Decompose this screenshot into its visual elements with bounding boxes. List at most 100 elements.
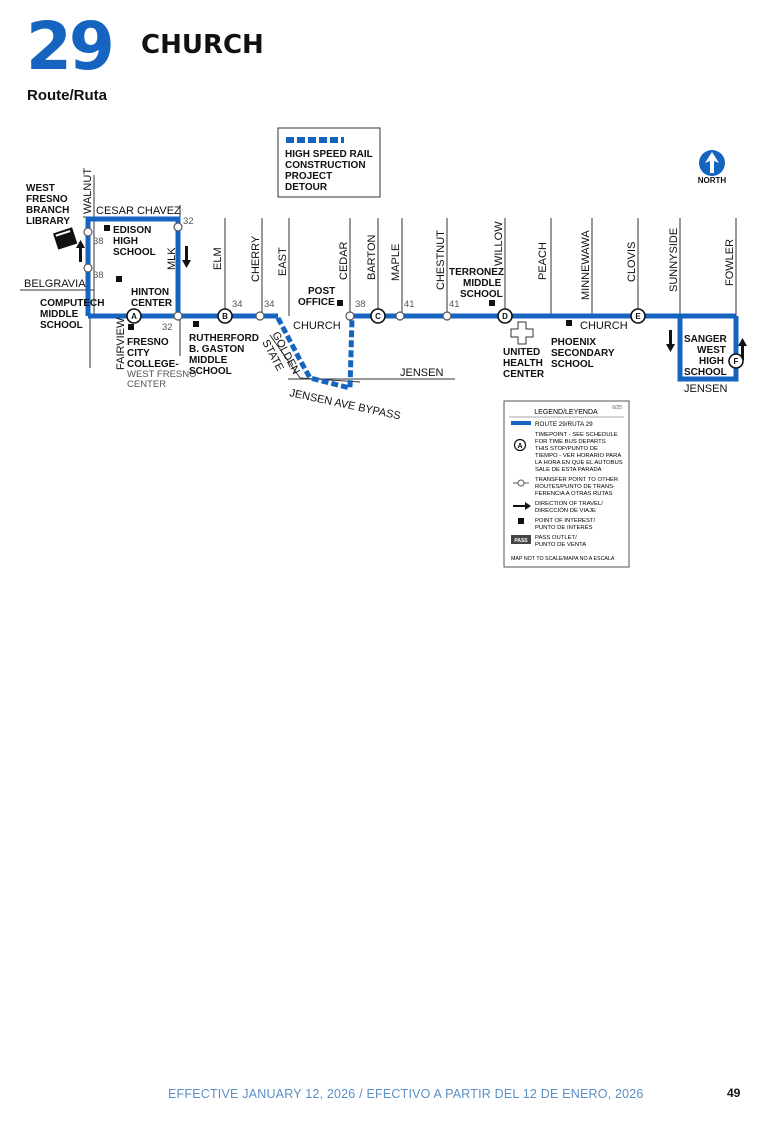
poi-sanger: SANGER WEST HIGH SCHOOL	[684, 334, 728, 378]
timepoint-c: C	[370, 308, 386, 324]
transfer-number: 38	[93, 270, 104, 281]
poi-fresno-city-college: FRESNO CITY COLLEGE-	[127, 337, 179, 370]
svg-text:WEST: WEST	[697, 345, 726, 356]
legend: 6/25 LEGEND/LEYENDA ROUTE 29/RUTA 29 A T…	[503, 400, 630, 568]
street-label-cedar: CEDAR	[338, 241, 350, 280]
legend-pass-icon-label: PASS	[514, 538, 528, 544]
legend-route: ROUTE 29/RUTA 29	[535, 421, 593, 428]
svg-text:FERENCIA A OTRAS RUTAS: FERENCIA A OTRAS RUTAS	[535, 491, 613, 497]
poi-hinton-center: HINTON CENTER	[131, 287, 173, 309]
svg-text:B: B	[222, 312, 228, 321]
poi-edison-high-school: EDISON HIGH SCHOOL	[113, 225, 156, 258]
north-label: NORTH	[698, 176, 727, 185]
street-label-jensen: JENSEN	[400, 367, 443, 379]
timepoint-b: B	[217, 308, 233, 324]
street-label-barton: BARTON	[366, 235, 378, 280]
svg-text:FRESNO: FRESNO	[26, 194, 68, 205]
legend-route-swatch	[511, 421, 531, 425]
transfer-number: 32	[183, 216, 194, 227]
timepoint-e: E	[630, 308, 646, 324]
pass-outlet-icon	[511, 535, 531, 544]
legend-title: LEGEND/LEYENDA	[534, 409, 598, 416]
transfer-number: 32	[162, 322, 173, 333]
street-label-jensen-bypass: JENSEN AVE BYPASS	[288, 387, 401, 422]
page-number: 49	[727, 1086, 741, 1100]
svg-text:TIMEPOINT - SEE SCHEDULE: TIMEPOINT - SEE SCHEDULE	[535, 432, 618, 438]
svg-text:LA HORA EN QUE EL AUTOBUS: LA HORA EN QUE EL AUTOBUS	[535, 460, 623, 466]
north-arrow-icon: NORTH	[698, 150, 727, 185]
svg-text:POST: POST	[308, 286, 335, 297]
svg-text:SCHOOL: SCHOOL	[551, 359, 594, 370]
street-label-belgravia: BELGRAVIA	[24, 278, 86, 290]
svg-text:COMPUTECH: COMPUTECH	[40, 298, 104, 309]
transfer-points	[83, 222, 452, 321]
svg-text:SCHOOL: SCHOOL	[460, 289, 503, 300]
street-label-sunnyside: SUNNYSIDE	[668, 228, 680, 292]
poi-computech: COMPUTECH MIDDLE SCHOOL	[40, 298, 104, 331]
street-label-church: CHURCH	[580, 320, 628, 332]
svg-text:EDISON: EDISON	[113, 225, 151, 236]
street-label-cherry: CHERRY	[250, 235, 262, 282]
street-label-fairview: FAIRVIEW	[115, 317, 127, 370]
svg-text:SCHOOL: SCHOOL	[684, 367, 727, 378]
legend-arrow-icon	[513, 502, 531, 510]
poi-terronez: TERRONEZ MIDDLE SCHOOL	[449, 267, 504, 300]
detour-line-1: HIGH SPEED RAIL	[285, 149, 373, 160]
route-label: Route/Ruta	[27, 87, 107, 104]
svg-text:FOR TIME BUS DEPARTS: FOR TIME BUS DEPARTS	[535, 439, 606, 445]
svg-text:BRANCH: BRANCH	[26, 205, 69, 216]
svg-text:SCHOOL: SCHOOL	[189, 366, 232, 377]
detour-line-4: DETOUR	[285, 182, 328, 193]
svg-text:C: C	[375, 312, 381, 321]
street-label-east: EAST	[277, 247, 289, 276]
svg-text:HIGH: HIGH	[113, 236, 138, 247]
svg-text:THIS STOP/PUNTO DE: THIS STOP/PUNTO DE	[535, 446, 598, 452]
book-icon	[53, 227, 78, 250]
route-name: CHURCH	[141, 30, 264, 60]
street-label-fowler: FOWLER	[724, 239, 736, 286]
street-label-minnewawa: MINNEWAWA	[580, 230, 592, 300]
transfer-number: 41	[404, 299, 415, 310]
svg-text:F: F	[734, 357, 739, 366]
svg-text:SANGER: SANGER	[684, 334, 728, 345]
legend-poi-text: POINT OF INTEREST/ PUNTO DE INTERÉS	[535, 518, 595, 531]
detour-line-3: PROJECT	[285, 171, 332, 182]
poi-post-office: POST OFFICE	[298, 286, 335, 308]
poi-library: WEST FRESNO BRANCH LIBRARY	[26, 183, 70, 227]
svg-text:PASS OUTLET/: PASS OUTLET/	[535, 535, 577, 541]
svg-text:D: D	[502, 312, 508, 321]
arrow-up-icon	[76, 240, 85, 262]
svg-text:RUTHERFORD: RUTHERFORD	[189, 333, 259, 344]
svg-text:WEST: WEST	[26, 183, 55, 194]
svg-text:CENTER: CENTER	[503, 369, 545, 380]
legend-timepoint-text: TIMEPOINT - SEE SCHEDULE FOR TIME BUS DE…	[535, 432, 623, 473]
timepoint-f: F	[728, 353, 744, 369]
poi-phoenix: PHOENIX SECONDARY SCHOOL	[551, 337, 615, 370]
transfer-number: 41	[449, 299, 460, 310]
transfer-number: 38	[355, 299, 366, 310]
transfer-number: 34	[264, 299, 275, 310]
svg-text:CENTER: CENTER	[127, 379, 166, 390]
svg-text:E: E	[635, 312, 641, 321]
legend-transfer-text: TRANSFER POINT TO OTHER ROUTES/PUNTO DE …	[535, 477, 618, 497]
route-map: HIGH SPEED RAIL CONSTRUCTION PROJECT DET…	[20, 127, 747, 568]
svg-text:TIEMPO - VER HORARIO PARA: TIEMPO - VER HORARIO PARA	[535, 453, 621, 459]
transfer-number: 38	[93, 236, 104, 247]
svg-text:HINTON: HINTON	[131, 287, 169, 298]
poi-west-fresno-center: WEST FRESNO CENTER	[127, 369, 197, 390]
svg-text:B. GASTON: B. GASTON	[189, 344, 244, 355]
svg-text:COLLEGE-: COLLEGE-	[127, 359, 179, 370]
svg-text:SALE DE ESTA PARADA: SALE DE ESTA PARADA	[535, 467, 602, 473]
svg-text:DIRECCIÓN DE VIAJE: DIRECCIÓN DE VIAJE	[535, 507, 596, 514]
svg-text:A: A	[131, 312, 137, 321]
timepoint-a: A	[126, 308, 142, 324]
svg-text:HIGH: HIGH	[699, 356, 724, 367]
street-label-willow: WILLOW	[493, 221, 505, 266]
svg-text:MIDDLE: MIDDLE	[463, 278, 502, 289]
street-label-jensen: JENSEN	[684, 383, 727, 395]
svg-text:DIRECTION OF TRAVEL/: DIRECTION OF TRAVEL/	[535, 501, 603, 507]
svg-text:SECONDARY: SECONDARY	[551, 348, 615, 359]
svg-text:CITY: CITY	[127, 348, 150, 359]
detour-path	[275, 316, 355, 392]
street-label-walnut: WALNUT	[82, 168, 94, 214]
